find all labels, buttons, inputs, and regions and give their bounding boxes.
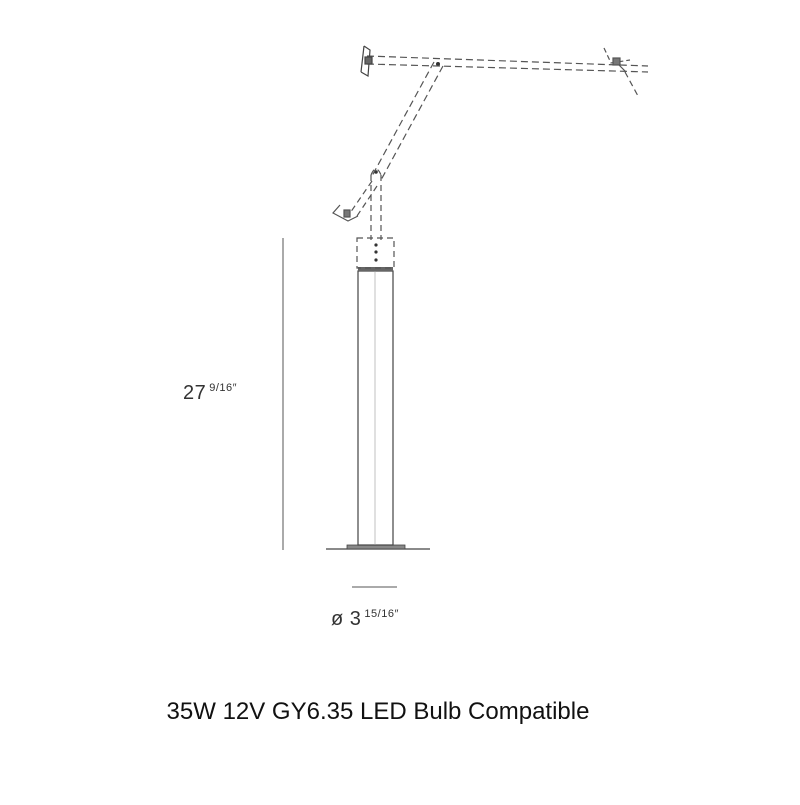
upper-pivot <box>436 62 440 66</box>
lower-head <box>332 180 378 222</box>
bulb-compatibility-caption: 35W 12V GY6.35 LED Bulb Compatible <box>166 698 590 725</box>
diameter-unit: ″ <box>394 608 399 620</box>
counterweight <box>360 45 373 77</box>
middle-arm <box>371 61 444 181</box>
lower-arm <box>370 168 382 240</box>
upper-head <box>603 47 639 97</box>
diameter-symbol: ø <box>331 608 344 630</box>
joint-pins <box>374 243 378 262</box>
height-fraction: 9/16 <box>209 382 233 394</box>
upper-arm <box>366 55 649 73</box>
diameter-whole: 3 <box>349 608 362 630</box>
height-whole: 27 <box>183 382 207 404</box>
height-unit: ″ <box>232 382 238 394</box>
diameter-fraction: 15/16 <box>364 608 395 620</box>
lamp-stem <box>357 267 394 546</box>
joint-housing <box>356 237 395 269</box>
